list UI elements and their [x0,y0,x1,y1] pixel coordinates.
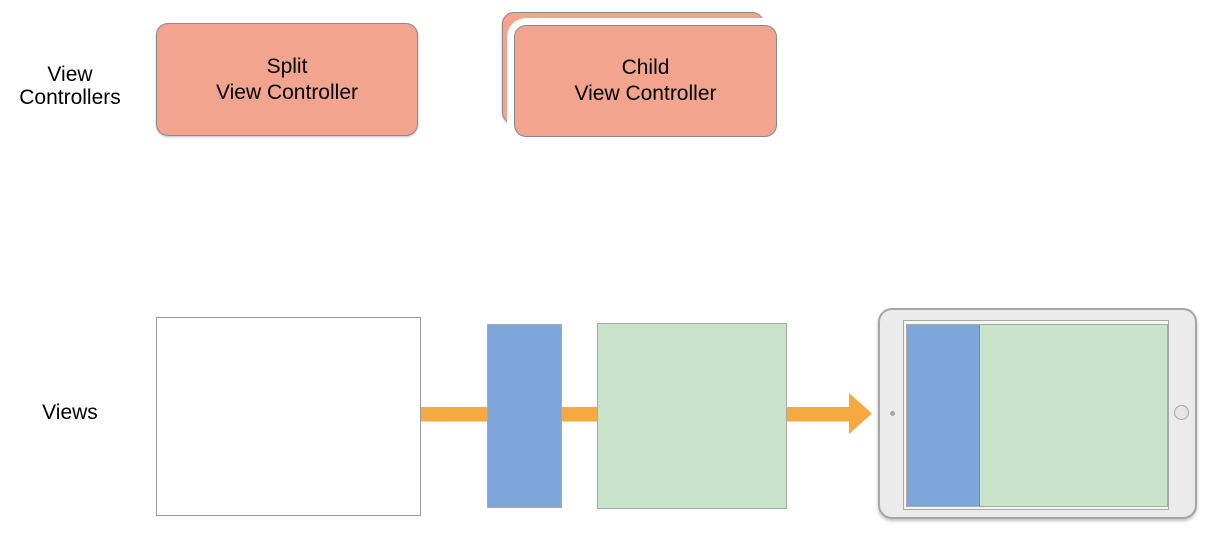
split-view-window-box [156,317,421,516]
ipad-primary-view-region [907,325,980,506]
ipad-screen [903,320,1169,510]
split-view-controller-label-line1: Split [266,54,308,78]
ipad-screen-content [906,324,1168,507]
child-view-controller-box: Child View Controller [514,25,777,137]
view-controllers-row-label-line2: Controllers [19,86,121,109]
views-row-label: Views [42,401,98,424]
home-button-icon [1174,405,1189,420]
ipad-device [878,308,1197,519]
split-view-controller-box: Split View Controller [156,23,418,136]
secondary-view-box [597,323,787,509]
ipad-secondary-view-region [980,325,1167,506]
camera-dot-icon [890,411,895,416]
child-view-controller-label-line1: Child [621,56,670,79]
split-view-controller-label-line2: View Controller [215,80,358,104]
view-controllers-row-label-line1: View [47,63,93,86]
child-view-controller-label-line2: View Controller [574,82,717,105]
primary-view-box [487,324,562,508]
view-controllers-row-label: View Controllers [0,63,140,109]
